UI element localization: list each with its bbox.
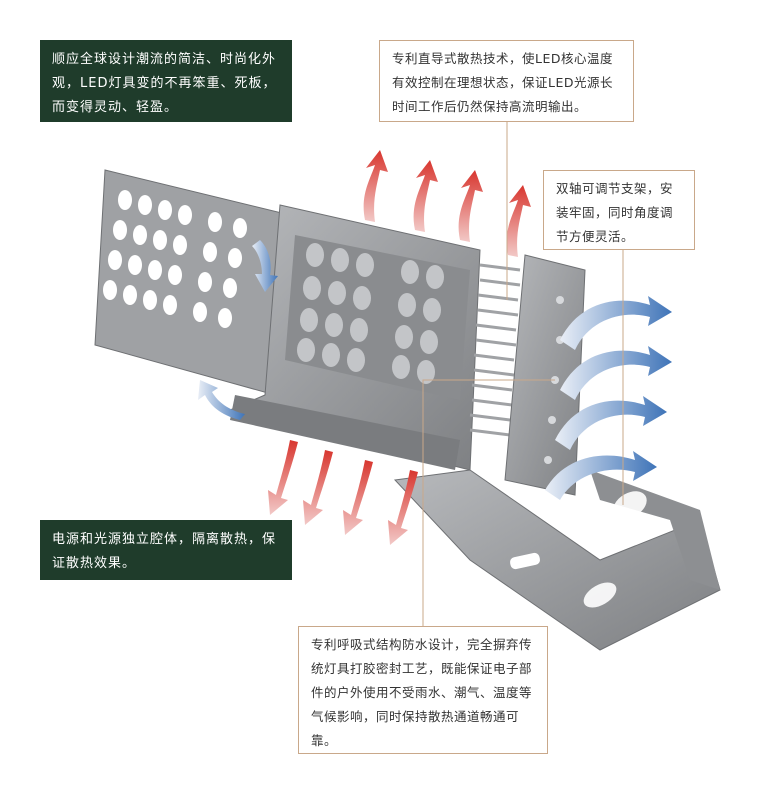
perforated-cover (94, 169, 291, 396)
led-module-body (228, 204, 481, 471)
heat-sink-fins (469, 263, 521, 437)
callout-heat-technology: 专利直导式散热技术，使LED核心温度有效控制在理想状态，保证LED光源长时间工作… (379, 40, 634, 122)
callout-waterproof: 专利呼吸式结构防水设计，完全摒弃传统灯具打胶密封工艺，既能保证电子部件的户外使用… (298, 626, 548, 754)
callout-bracket: 双轴可调节支架，安装牢固，同时角度调节方便灵活。 (543, 170, 695, 250)
cool-air-arrows (198, 240, 672, 500)
leader-lines (422, 122, 624, 626)
callout-independent-chambers: 电源和光源独立腔体，隔离散热，保证散热效果。 (40, 520, 292, 580)
callout-design: 顺应全球设计潮流的简洁、时尚化外观，LED灯具变的不再笨重、死板，而变得灵动、轻… (40, 40, 292, 122)
hot-air-arrows (268, 150, 531, 545)
